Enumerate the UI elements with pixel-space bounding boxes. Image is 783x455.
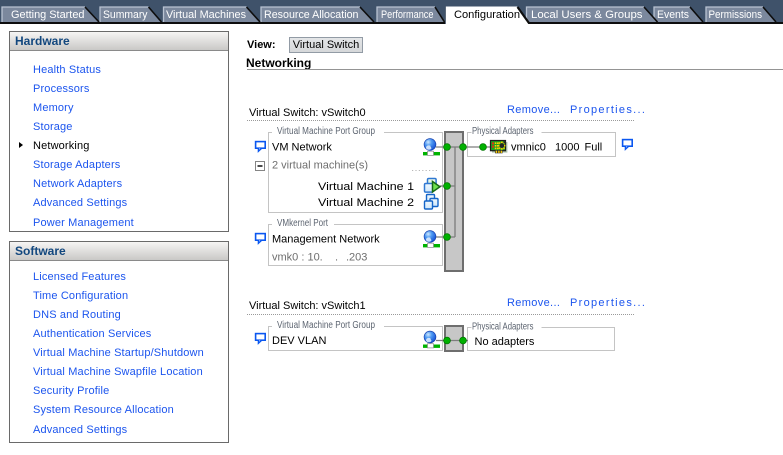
svg-text:.203: .203 <box>346 252 367 264</box>
svg-text:2 virtual machine(s): 2 virtual machine(s) <box>272 160 368 172</box>
svg-text:vmnic0: vmnic0 <box>511 142 546 154</box>
svg-text:.: . <box>335 252 338 264</box>
svg-text:Summary: Summary <box>103 9 148 21</box>
svg-text:Performance: Performance <box>381 9 434 21</box>
svg-text:Physical Adapters: Physical Adapters <box>472 126 534 137</box>
svg-text:Virtual Machine 1: Virtual Machine 1 <box>318 181 414 193</box>
svg-text:Virtual Machine Port Group: Virtual Machine Port Group <box>277 320 375 331</box>
svg-text:No adapters: No adapters <box>475 336 535 348</box>
svg-text:Local Users & Groups: Local Users & Groups <box>531 9 643 21</box>
svg-text:Full: Full <box>585 142 603 154</box>
svg-text:VMkernel Port: VMkernel Port <box>277 218 328 229</box>
svg-text:vmk0 : 10.: vmk0 : 10. <box>272 252 323 264</box>
svg-text:Events: Events <box>657 9 689 21</box>
svg-text:DEV VLAN: DEV VLAN <box>272 335 326 347</box>
svg-text:1000: 1000 <box>555 142 579 154</box>
svg-text:Getting Started: Getting Started <box>11 9 85 21</box>
svg-text:Physical Adapters: Physical Adapters <box>472 321 534 332</box>
svg-text:Resource Allocation: Resource Allocation <box>264 9 359 21</box>
svg-text:Virtual Machine 2: Virtual Machine 2 <box>318 197 414 209</box>
svg-text:VM Network: VM Network <box>272 142 332 154</box>
svg-text:Configuration: Configuration <box>454 9 520 21</box>
svg-text:Virtual Machines: Virtual Machines <box>166 9 246 21</box>
svg-text:Management Network: Management Network <box>272 234 380 246</box>
svg-text:Permissions: Permissions <box>709 9 763 21</box>
svg-text:Virtual Machine Port Group: Virtual Machine Port Group <box>277 126 375 137</box>
